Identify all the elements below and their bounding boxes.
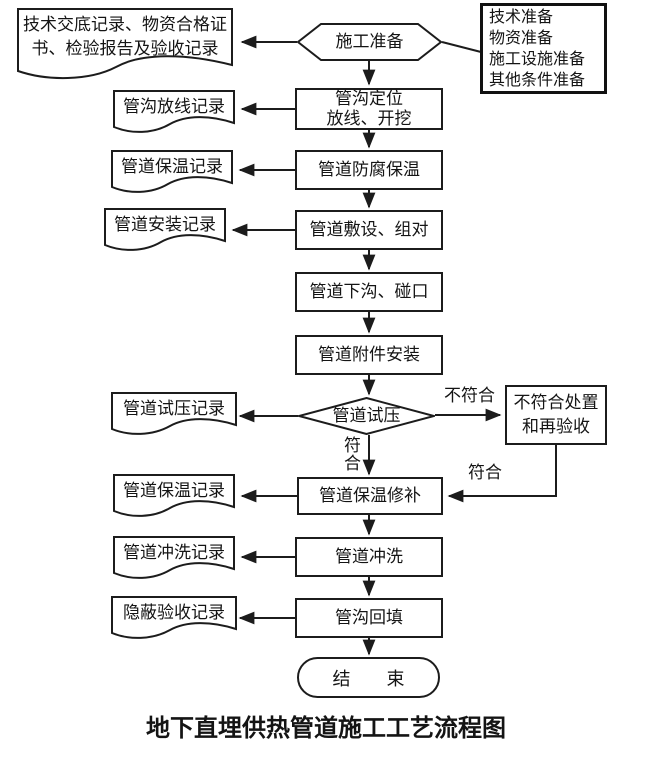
step-pipe-lowering-tiein: 管道下沟、碰口 bbox=[295, 272, 443, 312]
edge-label-pass: 符合 bbox=[468, 463, 502, 482]
edge-label-fail: 不符合 bbox=[444, 386, 495, 405]
step-insulation-repair: 管道保温修补 bbox=[297, 477, 443, 515]
decision-pressure-test: 管道试压 bbox=[298, 397, 435, 435]
document-shape bbox=[113, 474, 235, 517]
record-doc-pressure-test: 管道试压记录 bbox=[111, 392, 237, 438]
record-doc-insulation: 管道保温记录 bbox=[111, 150, 233, 196]
diagram-title: 地下直埋供热管道施工工艺流程图 bbox=[146, 715, 506, 742]
record-label: 技术交底记录、物资合格证 书、检验报告及验收记录 bbox=[23, 15, 227, 58]
record-label: 管道安装记录 bbox=[114, 215, 216, 234]
document-shape bbox=[17, 8, 233, 80]
step-trench-backfill: 管沟回填 bbox=[295, 598, 443, 638]
preparation-list-box: 技术准备 物资准备 施工设施准备 其他条件准备 bbox=[480, 3, 607, 94]
record-label: 管道保温记录 bbox=[123, 481, 225, 500]
start-node: 施工准备 bbox=[297, 23, 442, 61]
diamond-shape bbox=[298, 397, 435, 435]
step-accessory-install: 管道附件安装 bbox=[295, 335, 443, 375]
record-label: 隐蔽验收记录 bbox=[123, 603, 225, 622]
document-shape bbox=[111, 392, 237, 435]
edge-label-pass-vertical: 符 合 bbox=[344, 436, 361, 473]
hexagon-shape bbox=[297, 23, 442, 61]
document-shape bbox=[104, 208, 226, 251]
step-pipe-flushing: 管道冲洗 bbox=[295, 537, 443, 577]
step-pipe-laying-pairing: 管道敷设、组对 bbox=[295, 210, 443, 250]
record-doc-installation: 管道安装记录 bbox=[104, 208, 226, 254]
document-shape bbox=[111, 596, 237, 639]
record-doc-insulation-2: 管道保温记录 bbox=[113, 474, 235, 520]
start-label: 施工准备 bbox=[335, 32, 404, 51]
record-label: 管沟放线记录 bbox=[123, 97, 225, 116]
end-node: 结 束 bbox=[297, 657, 440, 698]
document-shape bbox=[113, 536, 235, 579]
record-doc-concealed-acceptance: 隐蔽验收记录 bbox=[111, 596, 237, 642]
record-label: 管道保温记录 bbox=[121, 157, 223, 176]
record-doc-flushing: 管道冲洗记录 bbox=[113, 536, 235, 582]
step-anticorrosion-insulation: 管道防腐保温 bbox=[295, 150, 443, 190]
record-doc-trench-layout: 管沟放线记录 bbox=[113, 90, 235, 136]
record-label: 管道冲洗记录 bbox=[123, 543, 225, 562]
document-shape bbox=[113, 90, 235, 133]
step-trench-layout: 管沟定位 放线、开挖 bbox=[295, 88, 443, 130]
document-shape bbox=[111, 150, 233, 193]
nonconform-disposal-box: 不符合处置 和再验收 bbox=[505, 385, 607, 445]
record-doc-handover: 技术交底记录、物资合格证 书、检验报告及验收记录 bbox=[17, 8, 233, 80]
record-label: 管道试压记录 bbox=[123, 399, 225, 418]
decision-label: 管道试压 bbox=[332, 406, 401, 425]
